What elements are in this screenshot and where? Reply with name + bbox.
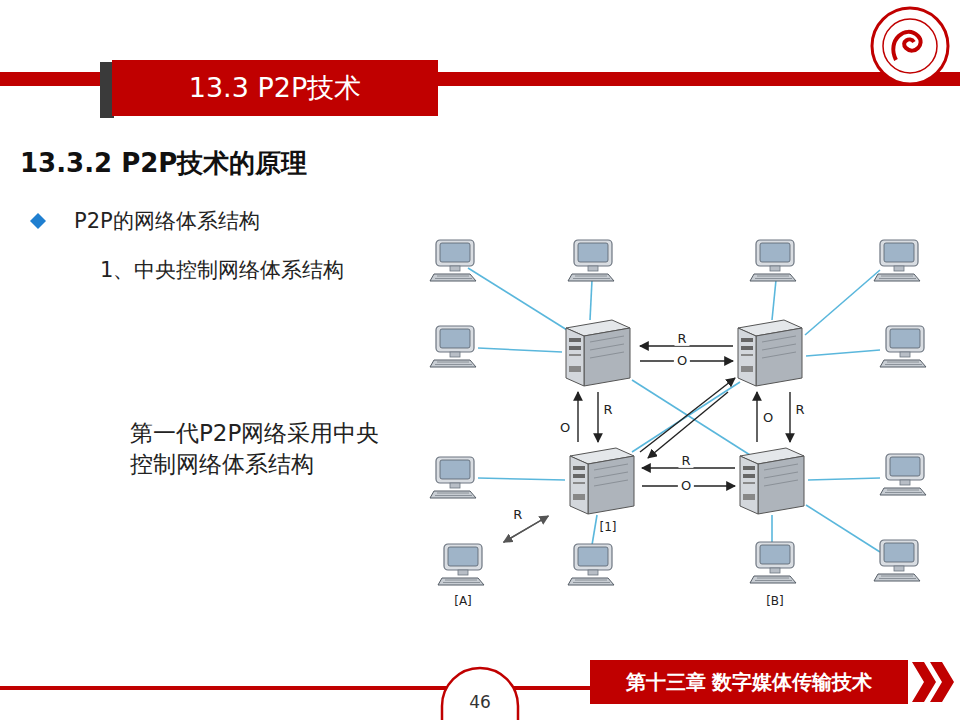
footer-chevrons [912, 662, 954, 702]
section-heading: 13.3.2 P2P技术的原理 [20, 146, 307, 181]
signal-label: O [678, 479, 694, 493]
signal-label: R [678, 454, 693, 468]
chapter-footer: 第十三章 数字媒体传输技术 [590, 660, 908, 704]
university-logo [872, 8, 948, 84]
network-links [468, 268, 880, 552]
computer-icons [430, 240, 926, 585]
signal-label: R [792, 403, 807, 417]
signal-label: R [674, 332, 689, 346]
signal-label: R [600, 403, 615, 417]
client-node: [B] [740, 536, 810, 608]
subheading: 1、中央控制网络体系结构 [100, 256, 344, 284]
edge-label: R [510, 508, 525, 522]
signal-label: O [674, 354, 690, 368]
server-icons [566, 320, 804, 514]
node-text: 13.3 P2P技术 [189, 72, 361, 104]
client-node: [A] [428, 538, 498, 608]
node-text: 46 [469, 692, 491, 712]
node-text: [A] [452, 594, 474, 608]
page-number: 46 [440, 666, 520, 720]
signal-label: O [557, 421, 573, 435]
signal-label: O [760, 411, 776, 425]
title-band: 13.3 P2P技术 [112, 60, 438, 116]
arch-shape [442, 668, 518, 720]
bullet-diamond [30, 213, 46, 229]
server-node: [1] [560, 442, 656, 534]
note-text: 第一代P2P网络采用中央控制网络体系结构 [130, 418, 402, 480]
node-text: 第十三章 数字媒体传输技术 [626, 670, 873, 694]
node-text: [B] [764, 594, 786, 608]
bullet-text: P2P的网络体系结构 [74, 207, 260, 235]
node-text: [1] [598, 520, 619, 534]
